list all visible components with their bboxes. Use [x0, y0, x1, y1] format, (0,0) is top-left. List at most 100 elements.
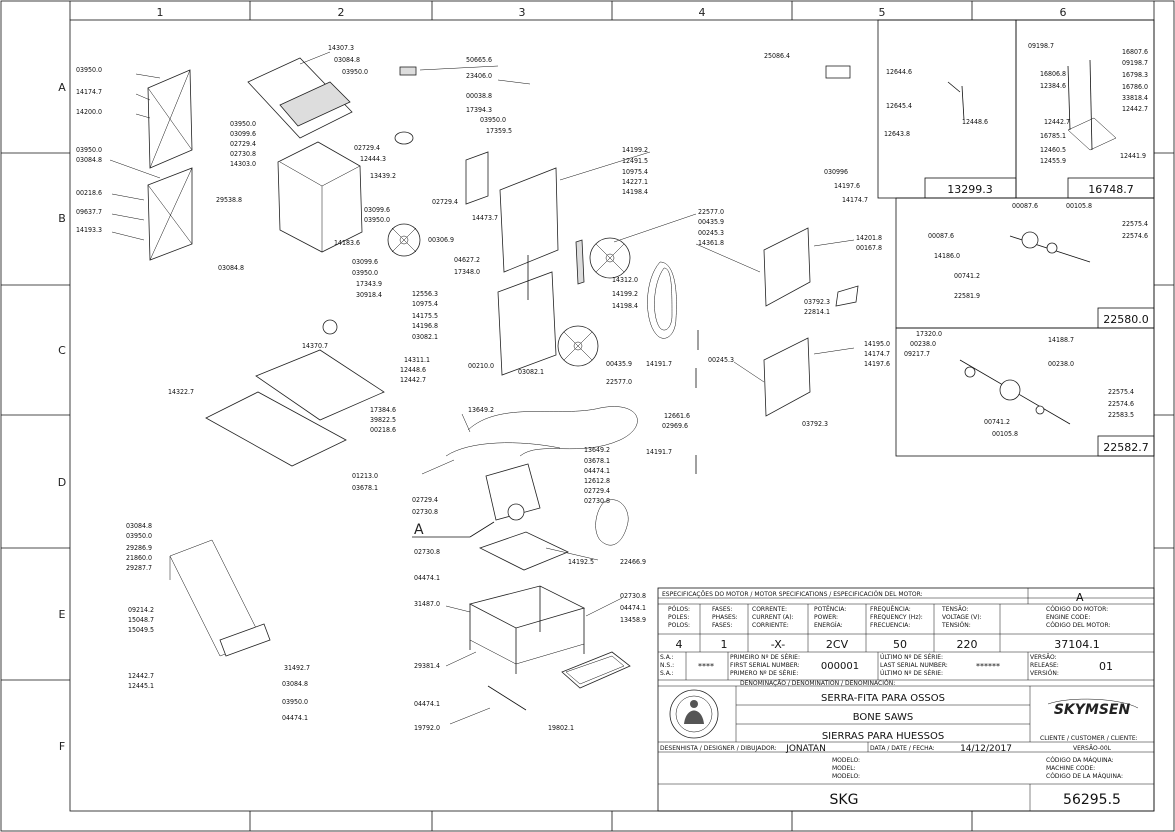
pn-label: 03099.6 — [230, 130, 256, 138]
grid-row-b: B — [58, 212, 66, 225]
pn-label: 14174.7 — [864, 350, 890, 358]
spec-label: PÓLOS: — [668, 606, 690, 613]
top-rail-2 — [279, 81, 351, 127]
pn-label: 12448.6 — [962, 118, 988, 126]
release-label: VERSÃO: — [1030, 654, 1057, 661]
pn-label: 22574.6 — [1108, 400, 1134, 408]
pn-label: 03084.8 — [126, 522, 152, 530]
pn-label: 12455.9 — [1040, 157, 1066, 165]
spec-label: CÓDIGO DEL MOTOR: — [1046, 622, 1111, 629]
pn-label: 00238.0 — [1048, 360, 1074, 368]
pn-label: 03950.0 — [76, 146, 102, 154]
grid-row-f: F — [59, 740, 65, 753]
pn-label: 03099.6 — [364, 206, 390, 214]
grid-left: A B C D E F — [1, 81, 70, 753]
pn-label: 12442.7 — [128, 672, 154, 680]
pn-label: 02730.8 — [620, 592, 646, 600]
spec-label: TENSÃO: — [941, 606, 969, 613]
stand-top — [468, 585, 586, 629]
pn-label: 03950.0 — [230, 120, 256, 128]
pn-label: 17343.9 — [356, 280, 382, 288]
date-label: DATA / DATE / FECHA: — [870, 745, 935, 752]
product-name-es: SIERRAS PARA HUESSOS — [822, 731, 944, 742]
spec-label: ENERGÍA: — [814, 622, 843, 629]
pn-label: 09198.7 — [1028, 42, 1054, 50]
pn-label: 14201.8 — [856, 234, 882, 242]
spec-value-power: 2CV — [826, 638, 849, 651]
pn-label: 22574.6 — [1122, 232, 1148, 240]
pn-label: 14311.1 — [404, 356, 430, 364]
pn-label: 00167.8 — [856, 244, 882, 252]
pn-label: 03678.1 — [352, 484, 378, 492]
designer-label: DESENHISTA / DESIGNER / DIBUJADOR: — [660, 745, 777, 752]
pn-label: 09217.7 — [904, 350, 930, 358]
model-label: MODEL: — [832, 765, 856, 772]
pn-label: 02729.4 — [230, 140, 256, 148]
pn-label: 14195.0 — [864, 340, 890, 348]
spec-label: POLES: — [668, 614, 689, 621]
pn-label: 30918.4 — [356, 291, 382, 299]
pn-label: 00105.8 — [992, 430, 1018, 438]
pn-label: 13458.9 — [620, 616, 646, 624]
pn-label: 12441.9 — [1120, 152, 1146, 160]
grid-col-3: 3 — [519, 6, 526, 19]
serial-label: PRIMEIRO Nº DE SÉRIE: — [730, 653, 800, 661]
pn-label: 03678.1 — [584, 457, 610, 465]
pn-label: 02730.8 — [412, 508, 438, 516]
part-labels: 03950.0 14174.7 14200.0 03950.0 03084.8 … — [76, 42, 1148, 732]
brand-logo: SKYMSEN — [1054, 702, 1131, 718]
product-name-en: BONE SAWS — [853, 712, 914, 723]
spec-header: ESPECIFICAÇÕES DO MOTOR / MOTOR SPECIFIC… — [662, 591, 923, 598]
pn-label: 12661.6 — [664, 412, 690, 420]
pn-label: 14175.5 — [412, 312, 438, 320]
leader-lines — [109, 51, 855, 725]
sa-label: S.A.: — [660, 654, 674, 661]
motor-plate — [478, 531, 569, 571]
sa-value: **** — [698, 662, 714, 671]
pn-label: 12643.8 — [884, 130, 910, 138]
pn-label: 02730.8 — [584, 497, 610, 505]
denomination-header: DENOMINAÇÃO / DENOMINATION / DENOMINACIÓ… — [740, 680, 895, 687]
pn-label: 17384.6 — [370, 406, 396, 414]
pn-label: 02729.4 — [412, 496, 438, 504]
pn-label: 00741.2 — [954, 272, 980, 280]
date-value: 14/12/2017 — [960, 744, 1012, 754]
grid-row-a: A — [58, 81, 66, 94]
pn-label: 21860.0 — [126, 554, 152, 562]
pn-label: 12448.6 — [400, 366, 426, 374]
pn-label: 14198.4 — [622, 188, 648, 196]
pn-label: 17348.0 — [454, 268, 480, 276]
pn-label: 22575.4 — [1122, 220, 1148, 228]
pn-label: 14192.5 — [568, 558, 594, 566]
spec-value-voltage: 220 — [957, 638, 978, 651]
pn-label: 23406.0 — [466, 72, 492, 80]
spec-label: ENGINE CODE: — [1046, 614, 1090, 621]
work-table — [255, 349, 385, 421]
pn-label: 12384.6 — [1040, 82, 1066, 90]
pn-label: 04474.1 — [584, 467, 610, 475]
pn-label: 16806.8 — [1040, 70, 1066, 78]
spec-label: POWER: — [814, 614, 838, 621]
pn-label: 04627.2 — [454, 256, 480, 264]
pn-label: 03950.0 — [364, 216, 390, 224]
pn-label: 00038.8 — [466, 92, 492, 100]
pn-label: 15048.7 — [128, 616, 154, 624]
spec-label: CORRIENTE: — [752, 622, 789, 629]
pn-label: 19792.0 — [414, 724, 440, 732]
pn-label: 14186.0 — [934, 252, 960, 260]
pn-label: 00218.6 — [370, 426, 396, 434]
spec-label: CURRENT (A): — [752, 614, 794, 621]
pn-label: 12612.8 — [584, 477, 610, 485]
spec-label: POTÊNCIA: — [814, 605, 846, 613]
pn-label: 12556.3 — [412, 290, 438, 298]
pn-label: 02730.8 — [230, 150, 256, 158]
release-label: RELEASE: — [1030, 662, 1059, 669]
pn-label: 03792.3 — [804, 298, 830, 306]
pn-label: 03950.0 — [126, 532, 152, 540]
pn-label: 03084.8 — [218, 264, 244, 272]
table-cover — [205, 391, 347, 467]
pn-label: 12491.5 — [622, 157, 648, 165]
tray — [561, 651, 631, 689]
frame-lower — [497, 271, 557, 376]
